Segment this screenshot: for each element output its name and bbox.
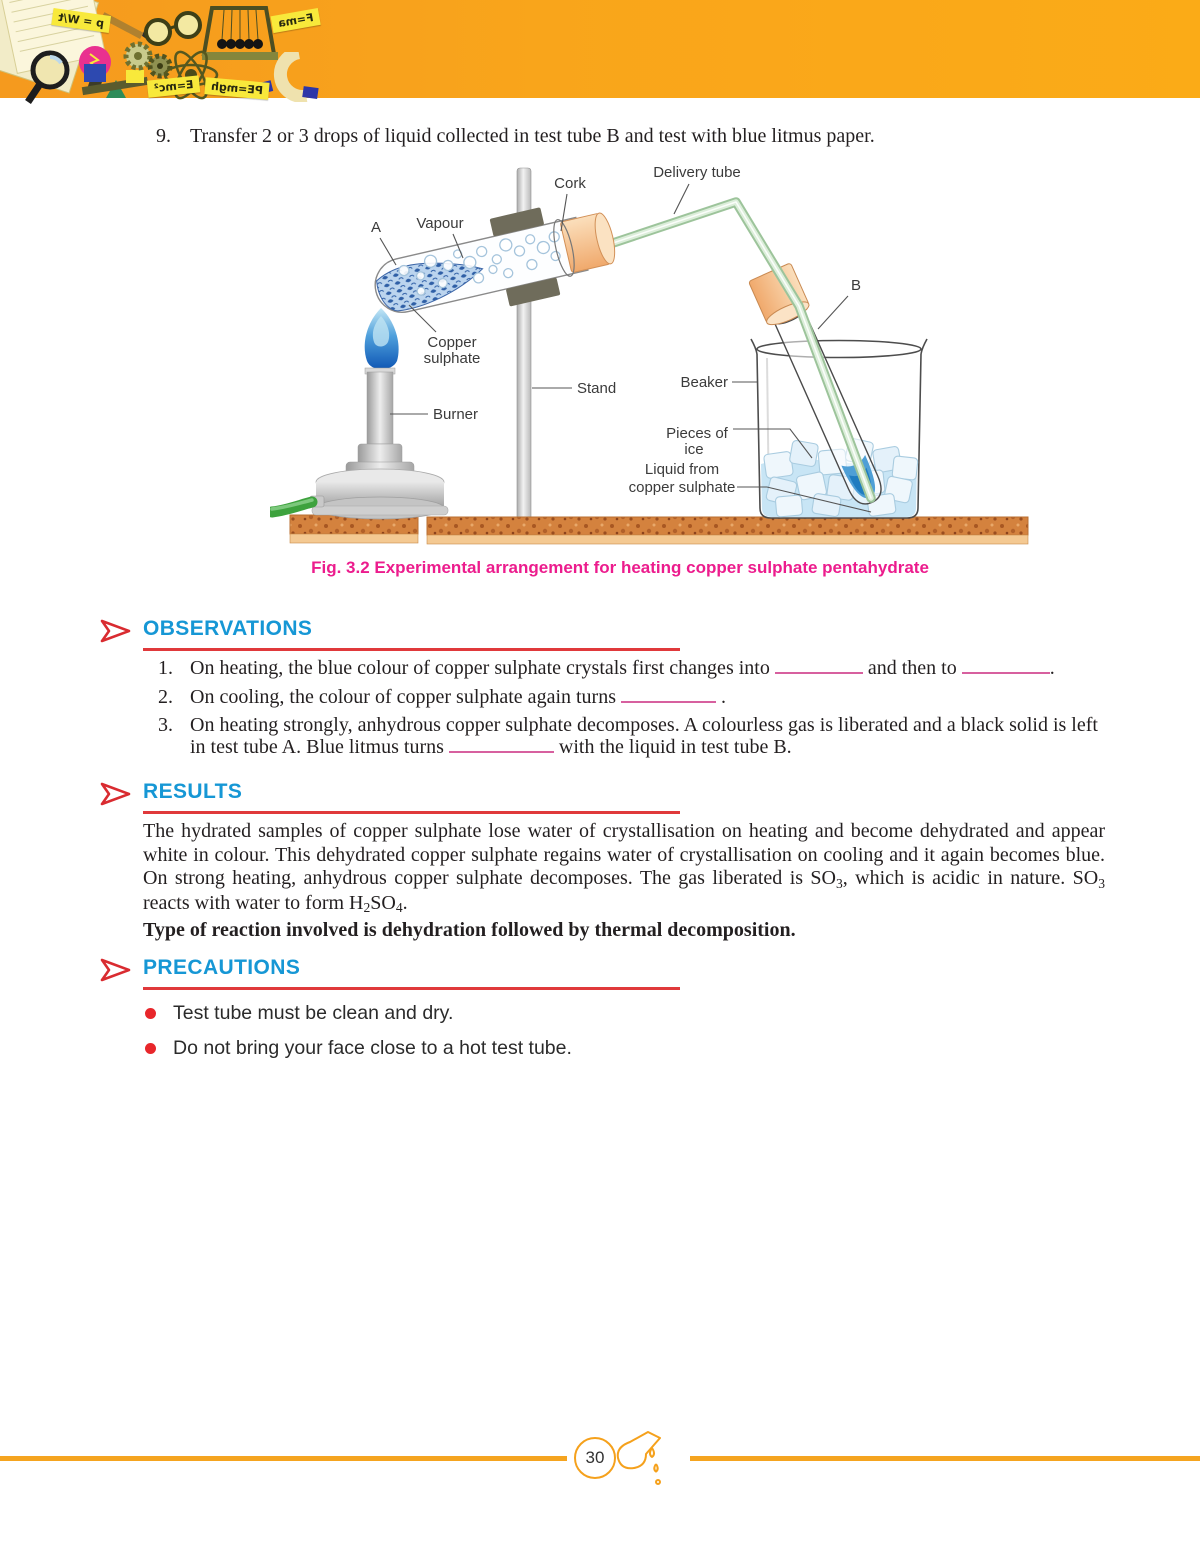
label-burner: Burner: [433, 406, 478, 423]
page-number: 30: [585, 1448, 605, 1467]
fill-in-blank: [961, 658, 1050, 674]
glasses-icon: [138, 10, 208, 55]
formula-note-icon: F=ma: [270, 7, 321, 34]
heading-rule: [143, 987, 680, 990]
fill-in-blank: [621, 687, 716, 703]
stand-clamp: [489, 207, 561, 307]
newtons-cradle-icon: [200, 4, 278, 71]
label-beaker: Beaker: [680, 374, 728, 391]
label-pieces-of-ice: Pieces of: [666, 425, 729, 442]
label-pointer-lines: [379, 183, 872, 513]
step-number: 9.: [156, 125, 171, 147]
step-text: Transfer 2 or 3 drops of liquid collecte…: [190, 125, 875, 147]
pouring-flask-icon: [608, 1426, 678, 1505]
precaution-item: Test tube must be clean and dry.: [143, 1000, 1043, 1026]
bullet-icon: [145, 1008, 156, 1019]
footer-rule-right: [690, 1456, 1200, 1461]
procedure-step-9: 9. Transfer 2 or 3 drops of liquid collec…: [156, 124, 1116, 148]
label-liquid: copper sulphate: [629, 479, 736, 496]
observations-section-header: OBSERVATIONS: [100, 617, 1100, 657]
results-title: RESULTS: [143, 780, 243, 803]
fill-in-blank: [774, 658, 863, 674]
magnifier-icon: [22, 48, 92, 113]
label-cork: Cork: [554, 175, 586, 192]
observation-item: 1. On heating, the blue colour of copper…: [158, 657, 1055, 679]
precautions-title: PRECAUTIONS: [143, 956, 301, 979]
results-section-header: RESULTS: [100, 780, 1100, 820]
observations-list: 1. On heating, the blue colour of copper…: [158, 657, 1106, 765]
bullet-icon: [145, 1043, 156, 1054]
label-liquid: Liquid from: [645, 461, 719, 478]
label-copper-sulphate: sulphate: [424, 350, 481, 367]
observation-item: 2. On cooling, the colour of copper sulp…: [158, 685, 726, 708]
heading-rule: [143, 811, 680, 814]
test-tube-a: [374, 207, 616, 313]
balance-scale-icon: [78, 62, 158, 107]
section-arrow-icon: [100, 619, 132, 650]
gears-icon: [118, 40, 178, 87]
label-b: B: [851, 277, 861, 294]
gas-hose: [270, 496, 318, 518]
label-stand: Stand: [577, 380, 616, 397]
wooden-base-burner: [289, 514, 419, 544]
precaution-item: Do not bring your face close to a hot te…: [143, 1035, 1043, 1061]
wooden-base-stand: [426, 516, 1029, 545]
section-arrow-icon: [100, 782, 132, 813]
page-top-banner: p = W/t F=ma E=mc² PE=mgh: [0, 0, 1200, 104]
cork-test-tube-a: [553, 212, 616, 277]
heading-rule: [143, 648, 680, 651]
precautions-section-header: PRECAUTIONS: [100, 956, 1100, 996]
precautions-list: Test tube must be clean and dry. Do not …: [143, 1000, 1043, 1070]
label-delivery-tube: Delivery tube: [653, 164, 741, 181]
vapour-bubbles: [398, 231, 561, 296]
observation-item: 3. On heating strongly, anhydrous copper…: [158, 714, 1098, 758]
figure-caption: Fig. 3.2 Experimental arrangement for he…: [311, 558, 929, 577]
delivery-tube: [593, 197, 876, 503]
results-paragraph: The hydrated samples of copper sulphate …: [143, 820, 1105, 916]
label-a: A: [371, 219, 381, 236]
reaction-type-statement: Type of reaction involved is dehydration…: [143, 919, 796, 941]
label-vapour: Vapour: [416, 215, 463, 232]
experiment-diagram: A Vapour Cork Delivery tube Copper sulph…: [270, 164, 1029, 545]
observations-title: OBSERVATIONS: [143, 617, 313, 640]
fill-in-blank: [448, 737, 554, 753]
label-copper-sulphate: Copper: [427, 334, 476, 351]
bunsen-burner: [309, 367, 449, 520]
footer-rule-left: [0, 1456, 567, 1461]
label-pieces-of-ice: ice: [684, 441, 703, 458]
page-number-badge: 30: [574, 1437, 616, 1479]
section-arrow-icon: [100, 958, 132, 989]
